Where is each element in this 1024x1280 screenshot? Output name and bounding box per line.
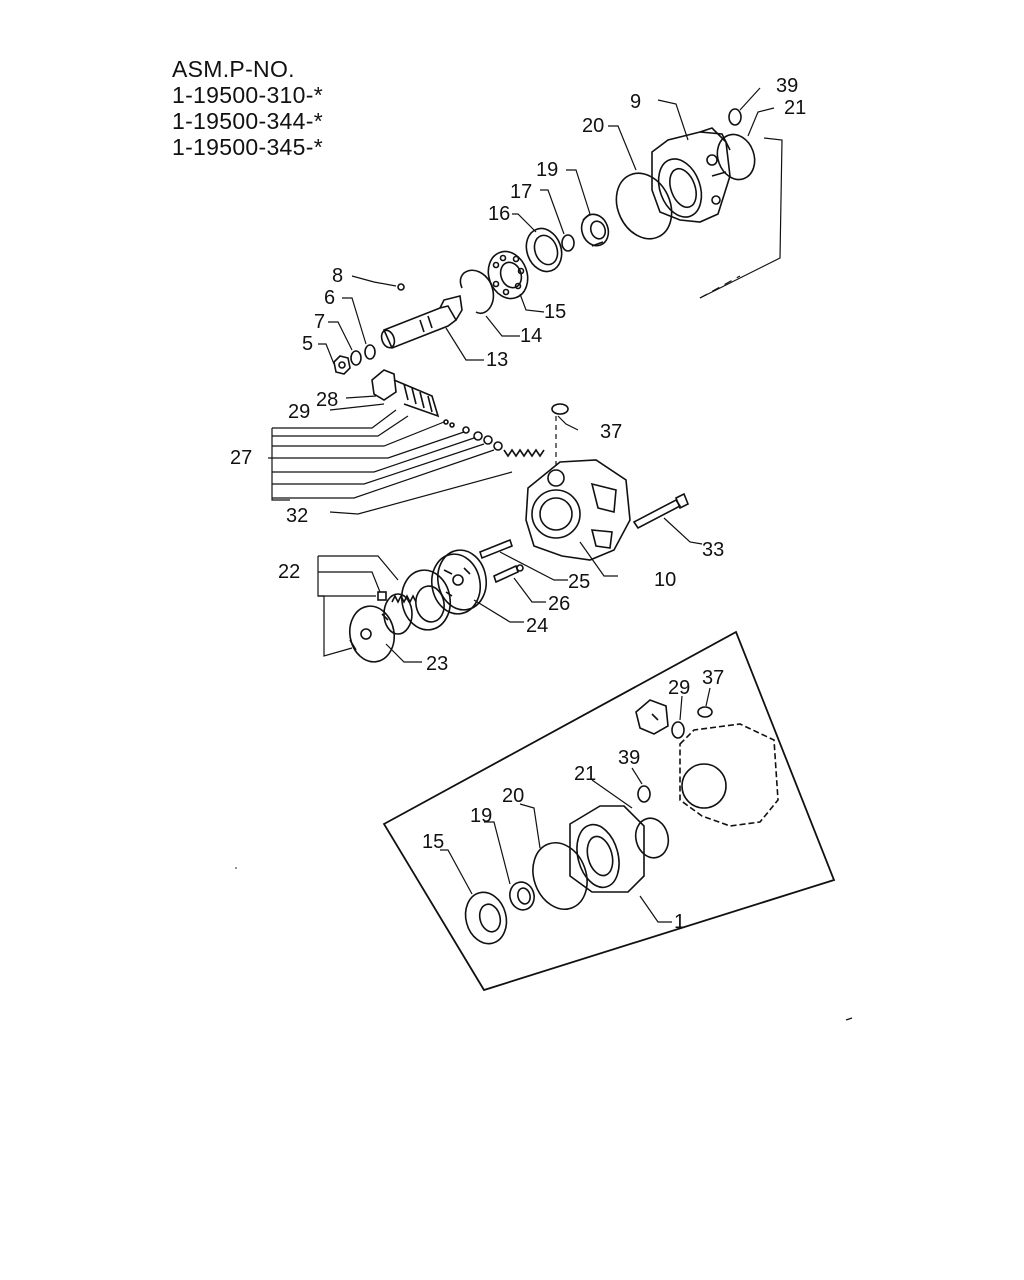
gasket-21 xyxy=(716,133,756,181)
callout-25: 25 xyxy=(568,571,590,593)
assembly-part-number-3: 1-19500-345-* xyxy=(172,134,323,160)
inset-frame xyxy=(382,630,836,992)
bolt-33 xyxy=(632,492,690,530)
callout-37: 37 xyxy=(600,421,622,443)
ball-bearing-15 xyxy=(487,250,529,300)
cam-ring-22 xyxy=(400,569,452,631)
rotor-vanes xyxy=(377,591,417,635)
callout-6: 6 xyxy=(324,287,335,309)
o-ring-37 xyxy=(551,403,569,415)
callout-13: 13 xyxy=(486,349,508,371)
callout-7: 7 xyxy=(314,311,325,333)
snap-ring-14 xyxy=(459,269,495,315)
side-plate-23 xyxy=(348,605,396,663)
callout-14: 14 xyxy=(520,325,542,347)
relief-valve-spring xyxy=(503,448,545,458)
pump-body-10 xyxy=(525,459,631,561)
callout-29: 29 xyxy=(288,401,310,423)
inset-leader-lines xyxy=(440,687,711,923)
bearing-19 xyxy=(580,213,610,247)
inset-callout-1: 1 xyxy=(674,911,685,933)
callout-33: 33 xyxy=(702,539,724,561)
assembly-title: ASM.P-NO. xyxy=(172,56,295,82)
seal-16 xyxy=(525,227,563,273)
inset-pump-body xyxy=(679,723,779,827)
lock-washer-7 xyxy=(350,350,362,366)
inset-o-ring-29 xyxy=(671,721,685,739)
callout-39: 39 xyxy=(776,75,798,97)
inset-ball-bearing-15 xyxy=(464,891,508,945)
relief-valve-plug-28 xyxy=(371,369,440,418)
callout-19: 19 xyxy=(536,159,558,181)
callout-17: 17 xyxy=(510,181,532,203)
callout-9: 9 xyxy=(630,91,641,113)
callout-28: 28 xyxy=(316,389,338,411)
inset-o-ring-39 xyxy=(637,785,651,803)
inset-relief-valve-plug xyxy=(635,699,669,735)
inset-callout-15: 15 xyxy=(422,831,444,853)
callout-5: 5 xyxy=(302,333,313,355)
callout-27: 27 xyxy=(230,447,252,469)
callout-32: 32 xyxy=(286,505,308,527)
callout-16: 16 xyxy=(488,203,510,225)
callout-26: 26 xyxy=(548,593,570,615)
callout-21: 21 xyxy=(784,97,806,119)
rear-cover-housing xyxy=(651,127,731,223)
assembly-part-number-block: ASM.P-NO. 1-19500-310-* 1-19500-344-* 1-… xyxy=(172,56,323,160)
callout-24: 24 xyxy=(526,615,548,637)
washer-6 xyxy=(364,344,376,360)
inset-callout-39: 39 xyxy=(618,747,640,769)
inset-rear-cover xyxy=(569,805,645,893)
inset-o-ring-20 xyxy=(532,842,588,910)
callout-23: 23 xyxy=(426,653,448,675)
o-ring-20 xyxy=(615,172,673,240)
callout-22: 22 xyxy=(278,561,300,583)
callout-10: 10 xyxy=(654,569,676,591)
assembly-part-number-2: 1-19500-344-* xyxy=(172,108,323,134)
callout-leader-lines xyxy=(268,87,783,663)
inset-callout-19: 19 xyxy=(470,805,492,827)
o-ring-39 xyxy=(728,108,742,126)
pressure-plate-24 xyxy=(430,549,488,615)
inset-o-ring-37 xyxy=(697,706,713,718)
pin-8 xyxy=(397,283,405,291)
inset-callout-20: 20 xyxy=(502,785,524,807)
nut-5 xyxy=(333,355,351,375)
inset-callout-37: 37 xyxy=(702,667,724,689)
callout-15: 15 xyxy=(544,301,566,323)
speck xyxy=(235,867,237,869)
inset-callout-21: 21 xyxy=(574,763,596,785)
assembly-part-number-1: 1-19500-310-* xyxy=(172,82,323,108)
callout-8: 8 xyxy=(332,265,343,287)
washer-17 xyxy=(561,234,575,252)
screw-26 xyxy=(493,564,524,584)
speck xyxy=(845,1017,853,1021)
dowel-pin-25 xyxy=(479,538,513,560)
relief-valve-small-parts xyxy=(443,419,503,451)
callout-20: 20 xyxy=(582,115,604,137)
inset-callout-29: 29 xyxy=(668,677,690,699)
inset-bearing-19 xyxy=(509,881,535,911)
shaft-13 xyxy=(380,295,463,350)
inset-gasket-21 xyxy=(634,817,670,859)
